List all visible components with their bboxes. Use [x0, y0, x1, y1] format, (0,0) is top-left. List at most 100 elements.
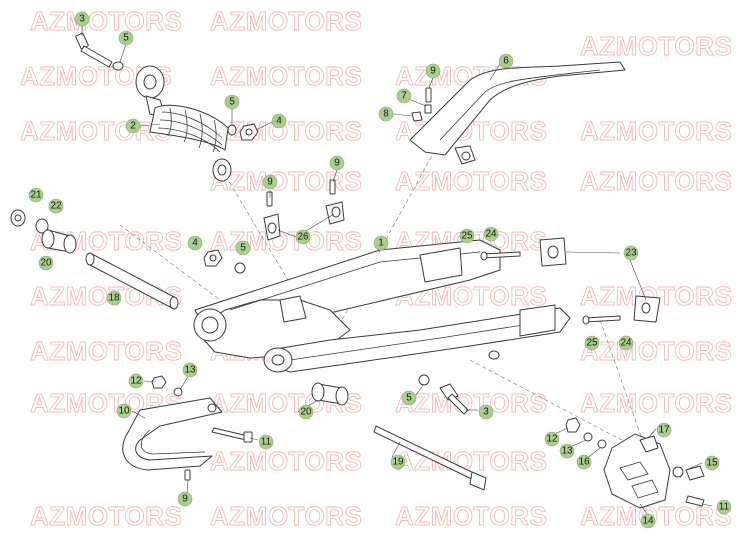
callout-17: 17: [656, 422, 672, 438]
callout-22: 22: [48, 198, 64, 214]
callout-23: 23: [623, 245, 639, 261]
svg-text:3: 3: [483, 407, 489, 418]
callout-25: 25: [459, 228, 475, 244]
callout-4: 4: [187, 235, 203, 251]
callout-20: 20: [38, 255, 54, 271]
watermark: AZMOTORS: [580, 166, 732, 196]
svg-text:9: 9: [430, 66, 436, 77]
svg-text:9: 9: [267, 177, 273, 188]
callout-9: 9: [177, 491, 193, 507]
callout-20: 20: [298, 404, 314, 420]
bracket-part-26: [263, 179, 345, 241]
callout-21: 21: [28, 187, 44, 203]
callout-6: 6: [498, 53, 514, 69]
svg-text:22: 22: [50, 201, 62, 212]
watermark: AZMOTORS: [210, 501, 362, 531]
leader-lines: [81, 26, 713, 516]
svg-text:10: 10: [118, 406, 130, 417]
svg-text:5: 5: [406, 393, 412, 404]
callout-8: 8: [378, 106, 394, 122]
watermark: AZMOTORS: [580, 388, 732, 418]
svg-text:11: 11: [261, 437, 272, 448]
svg-text:9: 9: [334, 158, 340, 169]
callout-15: 15: [704, 455, 720, 471]
svg-text:6: 6: [503, 56, 509, 67]
chain-guide-part-14: [565, 417, 705, 509]
svg-text:4: 4: [276, 116, 282, 127]
bolt-part-3-lower: [418, 374, 469, 415]
svg-text:4: 4: [192, 238, 198, 249]
bolt-part-3-top: [75, 32, 124, 71]
callout-12: 12: [128, 373, 144, 389]
callout-13: 13: [559, 443, 575, 459]
callout-25: 25: [584, 335, 600, 351]
spacer-tube-part-18: [85, 252, 179, 310]
callout-24: 24: [483, 226, 499, 242]
callout-3: 3: [478, 404, 494, 420]
nut-and-washer-middle: [203, 249, 246, 274]
svg-text:11: 11: [719, 502, 730, 513]
watermark: AZMOTORS: [580, 31, 732, 61]
bushings-left: [10, 209, 77, 254]
watermark: AZMOTORS: [20, 116, 172, 146]
svg-text:12: 12: [130, 376, 142, 387]
swingarm-part-1: [193, 239, 571, 373]
callout-5: 5: [235, 240, 251, 256]
chain-adjusters: [480, 237, 661, 325]
callout-11: 11: [716, 499, 732, 515]
svg-text:5: 5: [229, 97, 235, 108]
svg-text:21: 21: [30, 190, 42, 201]
watermark: AZMOTORS: [395, 388, 547, 418]
callout-5: 5: [401, 390, 417, 406]
bushing-part-20: [311, 382, 349, 406]
callout-19: 19: [390, 454, 406, 470]
svg-text:7: 7: [401, 91, 407, 102]
shock-absorber-part-2: [135, 65, 232, 182]
svg-text:2: 2: [130, 121, 136, 132]
svg-text:23: 23: [625, 248, 637, 259]
svg-text:24: 24: [620, 338, 632, 349]
watermark: AZMOTORS: [210, 226, 362, 256]
svg-text:5: 5: [123, 33, 129, 44]
callout-4: 4: [271, 113, 287, 129]
watermark: AZMOTORS: [30, 6, 182, 36]
svg-text:26: 26: [297, 232, 309, 243]
callout-14: 14: [640, 513, 656, 529]
callout-9: 9: [329, 155, 345, 171]
svg-text:20: 20: [300, 407, 312, 418]
watermark: AZMOTORS: [210, 6, 362, 36]
svg-text:1: 1: [378, 238, 384, 249]
svg-text:24: 24: [485, 229, 497, 240]
callout-16: 16: [576, 454, 592, 470]
svg-text:12: 12: [546, 434, 558, 445]
washer-and-nut-shock: [227, 123, 259, 141]
chain-slider-part-10: [122, 397, 223, 471]
svg-text:18: 18: [108, 293, 120, 304]
svg-text:19: 19: [392, 457, 404, 468]
watermark: AZMOTORS: [395, 166, 547, 196]
watermark: AZMOTORS: [580, 501, 732, 531]
fasteners-left: [151, 375, 253, 481]
watermark: AZMOTORS: [30, 501, 182, 531]
svg-text:17: 17: [658, 425, 670, 436]
svg-text:13: 13: [561, 446, 573, 457]
svg-text:5: 5: [240, 243, 246, 254]
chain-guide-fasteners: [411, 87, 432, 122]
callout-11: 11: [258, 434, 274, 450]
chain-guide-part-6: [409, 61, 626, 165]
svg-text:8: 8: [383, 109, 389, 120]
watermark: AZMOTORS: [210, 446, 362, 476]
callout-2: 2: [125, 118, 141, 134]
callout-9: 9: [425, 63, 441, 79]
callout-3: 3: [74, 11, 90, 27]
svg-text:9: 9: [182, 494, 188, 505]
svg-text:14: 14: [642, 516, 654, 527]
svg-text:13: 13: [184, 365, 196, 376]
svg-text:20: 20: [40, 258, 52, 269]
watermark: AZMOTORS: [210, 61, 362, 91]
svg-text:3: 3: [79, 14, 85, 25]
svg-text:25: 25: [586, 338, 598, 349]
svg-text:25: 25: [461, 231, 473, 242]
callouts: 3 5 2 5 4 9 7 8 6 9 9 26 21 22 20 4 5 1 …: [28, 11, 732, 529]
